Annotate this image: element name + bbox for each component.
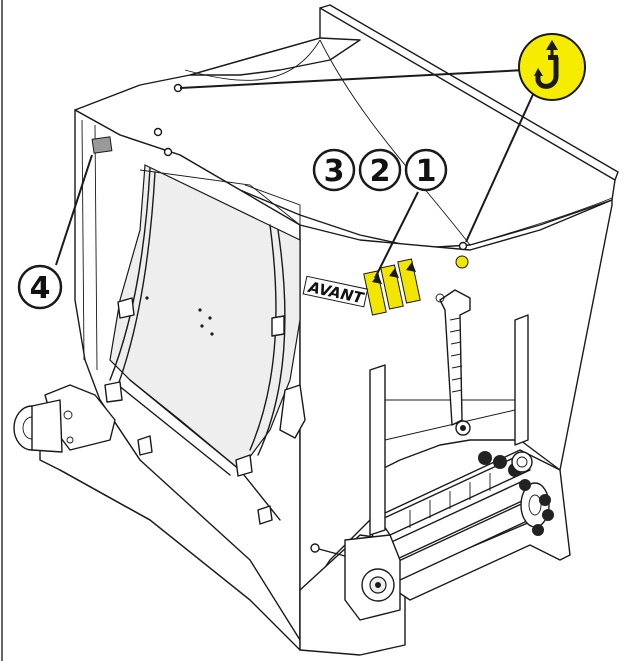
lifting-hook-icon [518, 33, 586, 101]
leader-4 [55, 154, 93, 266]
left-post [369, 364, 386, 536]
conveyor-top-rail [379, 454, 531, 536]
drive-chain [478, 451, 554, 536]
rear-top-panel [189, 37, 361, 76]
leader-hook-a [179, 69, 526, 89]
svg-text:1: 1 [416, 154, 437, 189]
callout-1: 1 [404, 148, 448, 192]
svg-text:3: 3 [324, 154, 345, 189]
leader-1 [374, 191, 419, 279]
decal-2 [380, 264, 404, 310]
callout-3: 3 [312, 148, 356, 192]
decal-4 [91, 136, 113, 154]
callout-2: 2 [358, 148, 402, 192]
callout-4: 4 [17, 264, 63, 310]
side-latch [279, 384, 306, 439]
decal-3 [363, 270, 387, 316]
fasteners [104, 83, 468, 525]
adjustment-lever [435, 289, 471, 436]
svg-text:2: 2 [370, 154, 391, 189]
right-post [514, 314, 529, 446]
leader-lines [55, 69, 536, 279]
warning-decals [363, 258, 421, 316]
lever-arm [439, 289, 471, 426]
rear-rim-flange [319, 4, 619, 181]
decal-1 [397, 258, 421, 304]
hydraulic-motor [13, 384, 116, 453]
leader-hook-b [465, 89, 536, 243]
svg-text:4: 4 [30, 271, 51, 306]
front-drive-motor [310, 534, 401, 621]
lifting-point-decal [455, 255, 469, 269]
